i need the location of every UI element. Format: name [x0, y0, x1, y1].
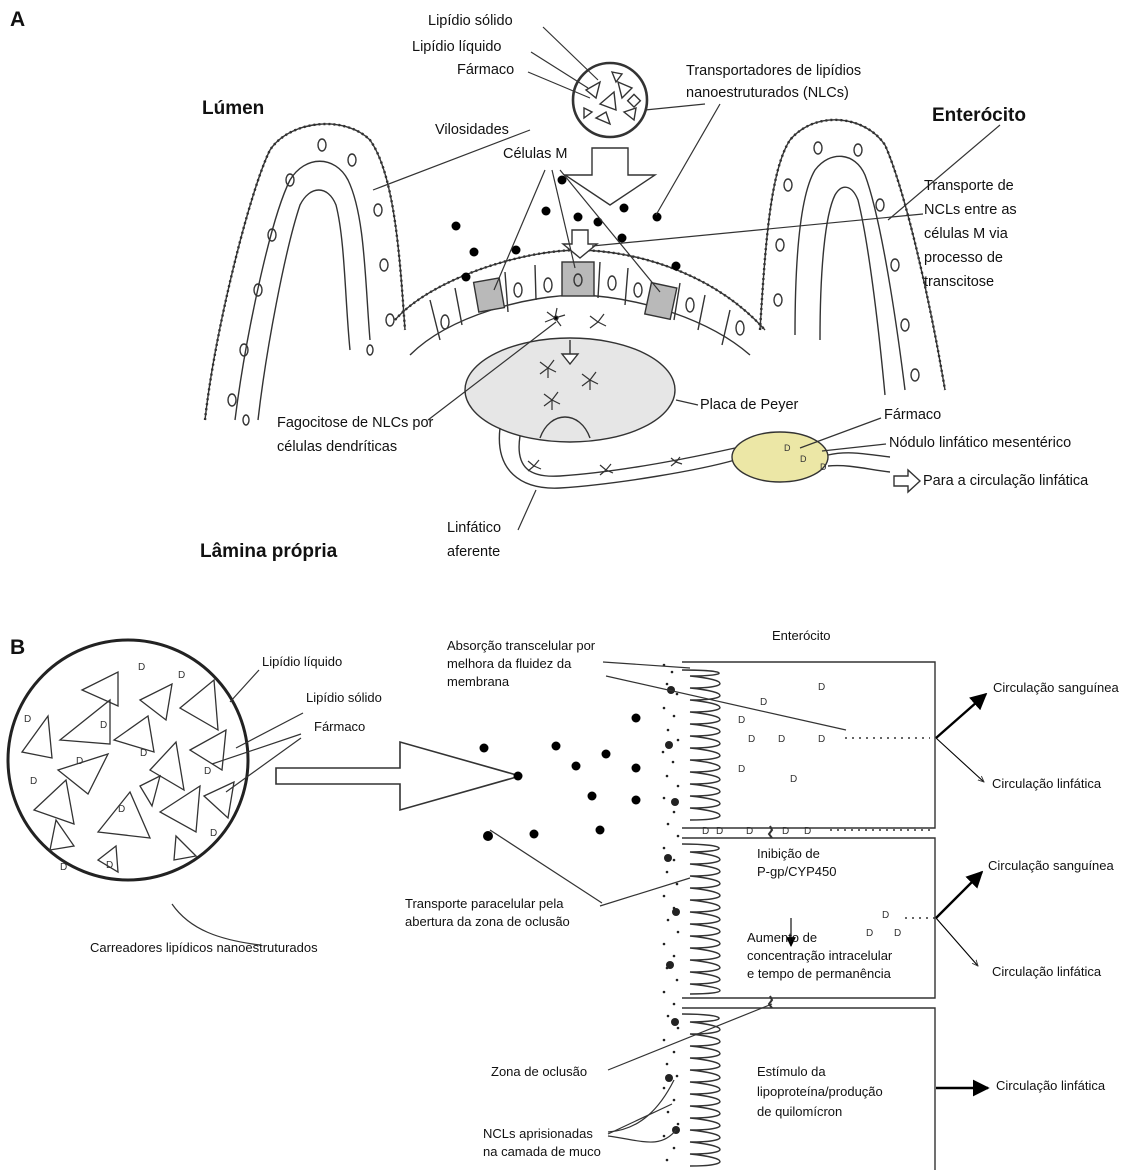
paracellular-line1: Transporte paracelular pela — [405, 896, 564, 913]
svg-text:D: D — [818, 682, 825, 693]
drug-label-node: Fármaco — [884, 406, 941, 425]
inhibition-line1: Inibição de — [757, 846, 820, 863]
enterocyte-label: Enterócito — [932, 103, 1026, 128]
nlc-label-line1: Transportadores de lipídios — [686, 62, 861, 81]
stimulus-line1: Estímulo da — [757, 1064, 826, 1081]
svg-text:D: D — [746, 826, 753, 837]
lumen-label: Lúmen — [202, 96, 264, 121]
svg-text:D: D — [702, 826, 709, 837]
transcytosis-line4: processo de — [924, 249, 1003, 268]
stimulus-line2: lipoproteína/produção — [757, 1084, 883, 1101]
transcytosis-line2: NCLs entre as — [924, 201, 1017, 220]
tight-junction-label: Zona de oclusão — [491, 1064, 587, 1081]
svg-text:D: D — [716, 826, 723, 837]
transcellular-line3: membrana — [447, 674, 509, 691]
drug-label-b: Fármaco — [314, 719, 365, 736]
lymph-circulation-1: Circulação linfática — [992, 776, 1101, 793]
lymph-node — [732, 432, 828, 482]
peyer-label: Placa de Peyer — [700, 396, 798, 415]
nlc-particle — [573, 63, 647, 137]
svg-text:D: D — [760, 697, 767, 708]
svg-text:D: D — [800, 454, 807, 464]
blood-circulation-2: Circulação sanguínea — [988, 858, 1114, 875]
panel-a-label: A — [10, 6, 25, 34]
trapped-line2: na camada de muco — [483, 1144, 601, 1161]
svg-text:D: D — [790, 774, 797, 785]
transcellular-line2: melhora da fluidez da — [447, 656, 571, 673]
circulation-arrows — [936, 694, 988, 1088]
svg-text:D: D — [820, 462, 827, 472]
drug-label-a: Fármaco — [457, 61, 514, 80]
transcellular-line1: Absorção transcelular por — [447, 638, 595, 655]
m-cells-label: Células M — [503, 145, 567, 164]
transcytosis-line5: transcitose — [924, 273, 994, 292]
svg-text:D: D — [818, 734, 825, 745]
svg-text:D: D — [784, 443, 791, 453]
solid-lipid-label-b: Lipídio sólido — [306, 690, 382, 707]
svg-text:D: D — [748, 734, 755, 745]
liquid-lipid-label-b: Lipídio líquido — [262, 654, 342, 671]
svg-text:D: D — [894, 928, 901, 939]
svg-text:D: D — [60, 862, 67, 873]
svg-text:D: D — [178, 670, 185, 681]
paracellular-line2: abertura da zona de oclusão — [405, 914, 570, 931]
svg-text:D: D — [804, 826, 811, 837]
increase-line2: concentração intracelular — [747, 948, 892, 965]
svg-text:D: D — [866, 928, 873, 939]
inhibition-line2: P-gp/CYP450 — [757, 864, 837, 881]
svg-text:D: D — [118, 804, 125, 815]
uptake-arrow — [565, 148, 655, 205]
increase-line3: e tempo de permanência — [747, 966, 891, 983]
phago-line2: células dendríticas — [277, 438, 397, 457]
svg-text:D: D — [140, 748, 147, 759]
enterocyte-label-b: Enterócito — [772, 628, 831, 645]
left-villus — [205, 124, 405, 420]
nlc-dots-b — [480, 714, 641, 842]
lamina-propria-label: Lâmina própria — [200, 539, 337, 564]
transcytosis-line3: células M via — [924, 225, 1008, 244]
afferent-line1: Linfático — [447, 519, 501, 538]
panel-b-label: B — [10, 634, 25, 662]
increase-line1: Aumento de — [747, 930, 817, 947]
svg-text:D: D — [204, 766, 211, 777]
phago-line1: Fagocitose de NLCs por — [277, 414, 433, 433]
svg-text:D: D — [76, 756, 83, 767]
solid-lipid-label: Lipídio sólido — [428, 12, 513, 31]
villi-label: Vilosidades — [435, 121, 509, 140]
svg-text:D: D — [24, 714, 31, 725]
blood-circulation-1: Circulação sanguínea — [993, 680, 1119, 697]
svg-text:D: D — [778, 734, 785, 745]
svg-text:D: D — [106, 860, 113, 871]
afferent-line2: aferente — [447, 543, 500, 562]
svg-text:D: D — [210, 828, 217, 839]
svg-text:D: D — [30, 776, 37, 787]
lymph-circulation-label: Para a circulação linfática — [923, 472, 1088, 491]
transcytosis-line1: Transporte de — [924, 177, 1014, 196]
node-label: Nódulo linfático mesentérico — [889, 434, 1071, 453]
svg-text:D: D — [738, 715, 745, 726]
right-villus — [760, 120, 945, 395]
liquid-lipid-label: Lipídio líquido — [412, 38, 502, 57]
svg-text:D: D — [738, 764, 745, 775]
stimulus-line3: de quilomícron — [757, 1104, 842, 1121]
svg-text:D: D — [882, 910, 889, 921]
trapped-line1: NCLs aprisionadas — [483, 1126, 593, 1143]
carriers-label: Carreadores lipídicos nanoestruturados — [90, 940, 318, 957]
svg-text:D: D — [138, 662, 145, 673]
svg-text:D: D — [100, 720, 107, 731]
nlc-large — [8, 640, 248, 880]
svg-text:D: D — [782, 826, 789, 837]
lymph-circulation-2: Circulação linfática — [992, 964, 1101, 981]
lymph-circulation-3: Circulação linfática — [996, 1078, 1105, 1095]
nlc-label-line2: nanoestruturados (NLCs) — [686, 84, 849, 103]
